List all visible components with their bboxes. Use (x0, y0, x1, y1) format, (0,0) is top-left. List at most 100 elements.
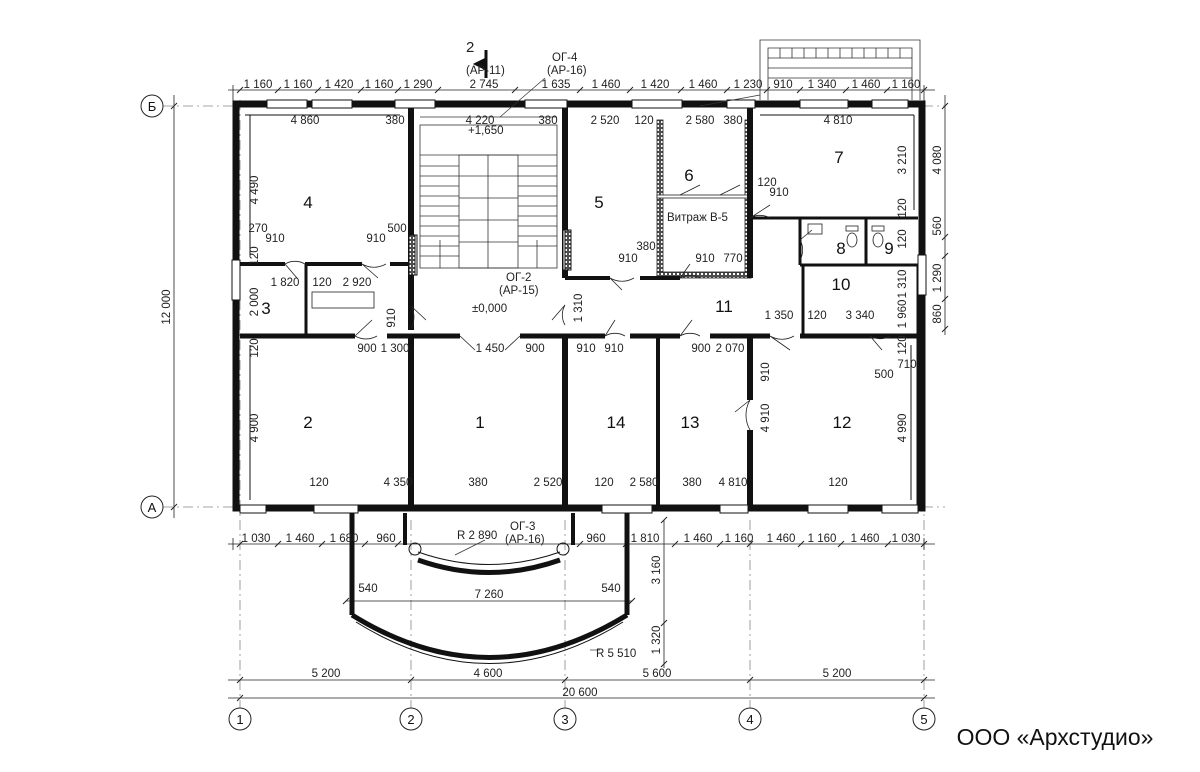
main-staircase (419, 116, 558, 269)
dim-right: 560 (932, 216, 944, 235)
dim-bottom: 1 460 (767, 533, 796, 545)
dim-top: 1 340 (808, 79, 837, 91)
dim-interior: 500 (387, 223, 406, 235)
dim-bottom: 1 460 (851, 533, 880, 545)
dim-bottom: 1 680 (330, 533, 359, 545)
dim-interior: 2 000 (249, 288, 261, 317)
windows (231, 99, 927, 514)
dim-top: 1 460 (689, 79, 718, 91)
dim-interior: 3 340 (846, 310, 875, 322)
dim-interior: 1 310 (573, 294, 585, 323)
dim-interior: 4 350 (384, 477, 413, 489)
dim-bottom: 1 030 (892, 533, 921, 545)
room-number: 1 (475, 413, 484, 432)
dim-right: 860 (932, 304, 944, 323)
dim-interior: 270 (248, 223, 267, 235)
dim-interior: 1 450 (476, 343, 505, 355)
dimension-ticks (170, 86, 949, 702)
dim-axis: 5 200 (312, 668, 341, 680)
room-number: 7 (834, 148, 843, 167)
dim-bottom: 1 460 (684, 533, 713, 545)
room-number: 13 (681, 413, 700, 432)
dim-top: 1 160 (365, 79, 394, 91)
axis-label-2: 2 (407, 712, 414, 727)
dim-interior: 1 350 (765, 310, 794, 322)
dim-interior: 120 (594, 477, 613, 489)
room-number: 14 (607, 413, 626, 432)
room-number: 10 (832, 275, 851, 294)
og4-label: ОГ-4 (552, 52, 578, 64)
og3-ref: (АР-16) (505, 534, 545, 546)
dim-top: 910 (773, 79, 792, 91)
vitrazh-label: Витраж В-5 (667, 212, 728, 224)
external-stair (759, 39, 921, 100)
dim-interior: 2 920 (343, 277, 372, 289)
dim-right: 1 290 (932, 264, 944, 293)
bench (311, 291, 375, 309)
dim-interior: 710 (897, 359, 916, 371)
dim-bottom: 960 (376, 533, 395, 545)
dim-top: 1 160 (892, 79, 921, 91)
dim-top: 1 290 (404, 79, 433, 91)
dim-overall: 20 600 (562, 687, 597, 699)
axis-label-3: 3 (561, 712, 568, 727)
dimension-lines (173, 85, 946, 699)
dim-interior: 770 (723, 253, 742, 265)
dim-interior: 120 (897, 229, 909, 248)
dim-interior: 380 (385, 115, 404, 127)
level-floor: ±0,000 (472, 303, 507, 315)
dim-interior: 120 (249, 246, 261, 265)
section-number: 2 (466, 39, 474, 56)
dim-axis: 5 200 (823, 668, 852, 680)
dim-interior: 2 070 (716, 343, 745, 355)
dim-portico-side: 540 (358, 583, 377, 595)
level-stair: +1,650 (468, 125, 504, 137)
dim-portico-width: 7 260 (475, 589, 504, 601)
dim-bottom: 1 460 (286, 533, 315, 545)
dim-interior: 1 820 (271, 277, 300, 289)
dim-top: 1 460 (852, 79, 881, 91)
room-number: 2 (303, 413, 312, 432)
dim-interior: 900 (691, 343, 710, 355)
dim-left-overall: 12 000 (161, 289, 173, 324)
dim-top: 1 420 (325, 79, 354, 91)
leaders (454, 77, 761, 651)
section-marker (472, 50, 488, 78)
dim-interior: 120 (757, 177, 776, 189)
axis-markers (140, 94, 936, 731)
room-number: 4 (303, 193, 312, 212)
room-number: 3 (261, 299, 270, 318)
dim-top: 1 635 (542, 79, 571, 91)
dim-portico-side: 540 (601, 583, 620, 595)
radius-outer: R 5 510 (596, 648, 636, 660)
radius-inner: R 2 890 (457, 530, 497, 542)
dim-interior: 120 (897, 198, 909, 217)
dim-interior: 380 (636, 241, 655, 253)
room-number: 8 (836, 239, 845, 258)
dim-interior: 910 (576, 343, 595, 355)
dim-interior: 1 300 (381, 343, 410, 355)
dim-bottom: 1 160 (725, 533, 754, 545)
dim-interior: 380 (538, 115, 557, 127)
doors (284, 184, 891, 431)
dim-bottom: 1 810 (631, 533, 660, 545)
dim-interior: 380 (468, 477, 487, 489)
dim-bottom: 960 (586, 533, 605, 545)
room-number: 11 (715, 297, 733, 316)
axis-label-4: 4 (746, 712, 753, 727)
dim-axis: 5 600 (643, 668, 672, 680)
og2-label: ОГ-2 (506, 272, 531, 284)
dim-interior: 900 (357, 343, 376, 355)
dim-interior: 4 810 (824, 115, 853, 127)
axis-label-a: А (148, 500, 157, 515)
dim-bottom: 1 160 (808, 533, 837, 545)
dim-portico-depth: 1 320 (651, 626, 663, 655)
dim-interior: 4 990 (897, 414, 909, 443)
og4-ref: (АР-16) (547, 65, 587, 77)
dim-interior: 4 810 (719, 477, 748, 489)
dim-interior: 120 (828, 477, 847, 489)
dim-interior: 380 (723, 115, 742, 127)
axis-label-1: 1 (236, 712, 243, 727)
dim-top: 1 160 (244, 79, 273, 91)
